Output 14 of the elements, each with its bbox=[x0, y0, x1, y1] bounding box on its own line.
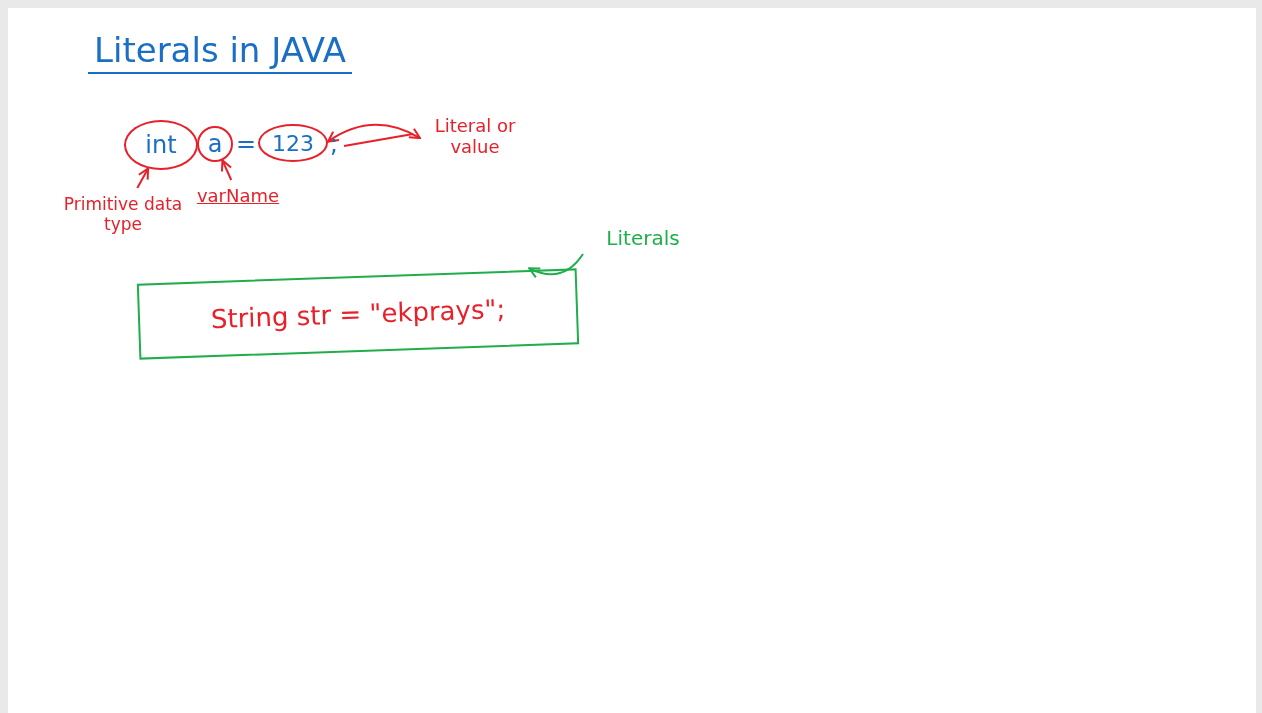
circled-variable: a bbox=[197, 126, 233, 162]
arrow bbox=[136, 167, 150, 189]
arrow bbox=[326, 123, 421, 143]
circled-value: 123 bbox=[258, 124, 328, 162]
arrow bbox=[528, 253, 584, 279]
annotation-text: Primitive data type bbox=[48, 188, 198, 240]
highlighted-code-box: String str = "ekprays"; bbox=[136, 268, 580, 360]
annotation-text: Literals bbox=[583, 222, 703, 254]
circled-keyword: int bbox=[124, 120, 198, 170]
title: Literals in JAVA bbox=[88, 30, 353, 74]
code-symbol: ; bbox=[330, 130, 339, 158]
code-symbol: = bbox=[236, 130, 257, 158]
annotation-text: Literal or value bbox=[420, 96, 530, 176]
arrow bbox=[220, 159, 233, 181]
